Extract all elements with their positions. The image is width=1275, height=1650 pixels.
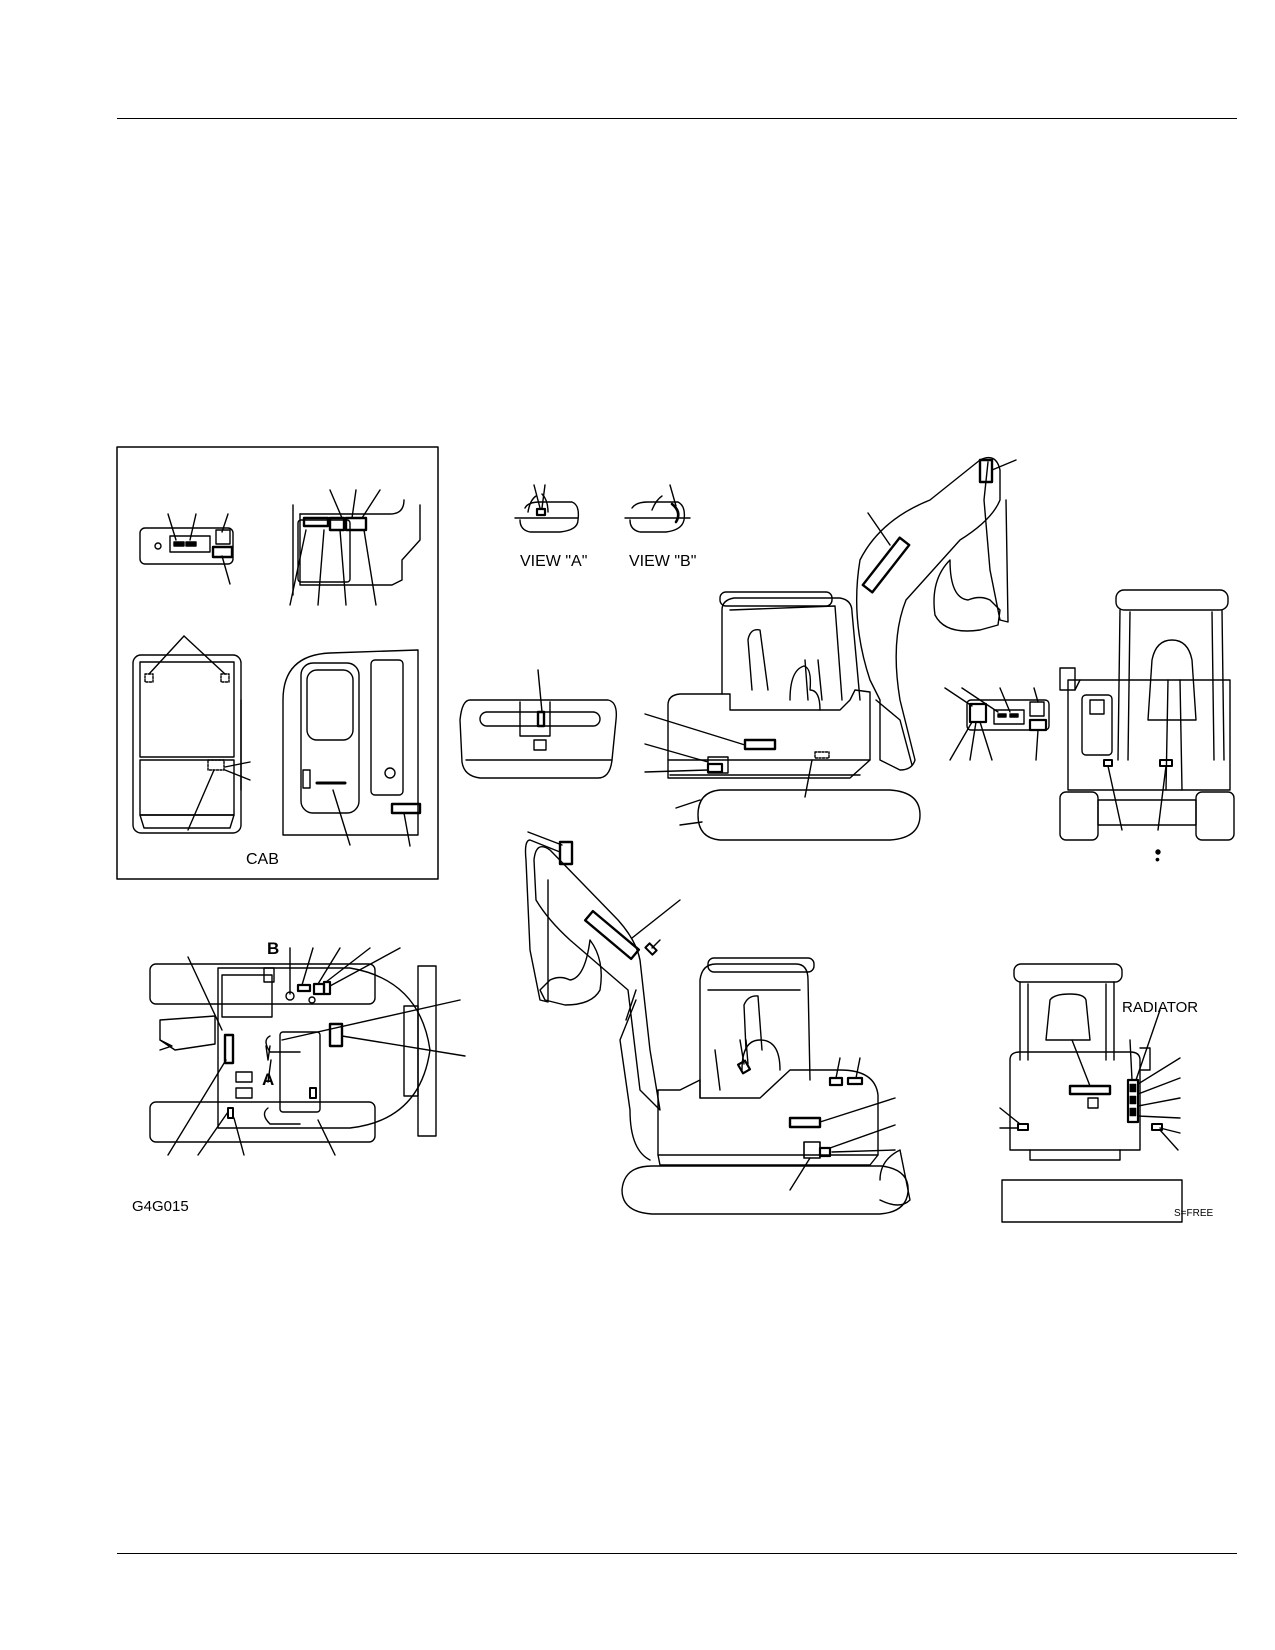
dot-marker: •: [1155, 851, 1160, 867]
bottom-rule: [117, 1553, 1237, 1554]
counterweight-detail: [459, 669, 618, 779]
figure-code: G4G015: [132, 1198, 189, 1215]
cab-label: CAB: [246, 851, 279, 868]
view-b-label: VIEW "B": [629, 553, 696, 570]
view-a-label: VIEW "A": [520, 553, 587, 570]
excavator-plan-view: [149, 947, 466, 1156]
excavator-side-view-right: [644, 456, 1017, 841]
radiator-label: RADIATOR: [1122, 999, 1198, 1016]
cab-inset: CAB: [116, 446, 439, 880]
excavator-rear-view: [999, 963, 1183, 1223]
marker-b: B: [267, 939, 279, 958]
scale-note: S=FREE: [1174, 1208, 1214, 1219]
view-a-detail: [514, 484, 580, 533]
top-rule: [117, 118, 1237, 119]
view-b-detail: [624, 484, 691, 533]
excavator-front-view: [944, 589, 1235, 855]
marker-a: A: [262, 1070, 274, 1089]
excavator-side-view-left: [524, 831, 911, 1215]
